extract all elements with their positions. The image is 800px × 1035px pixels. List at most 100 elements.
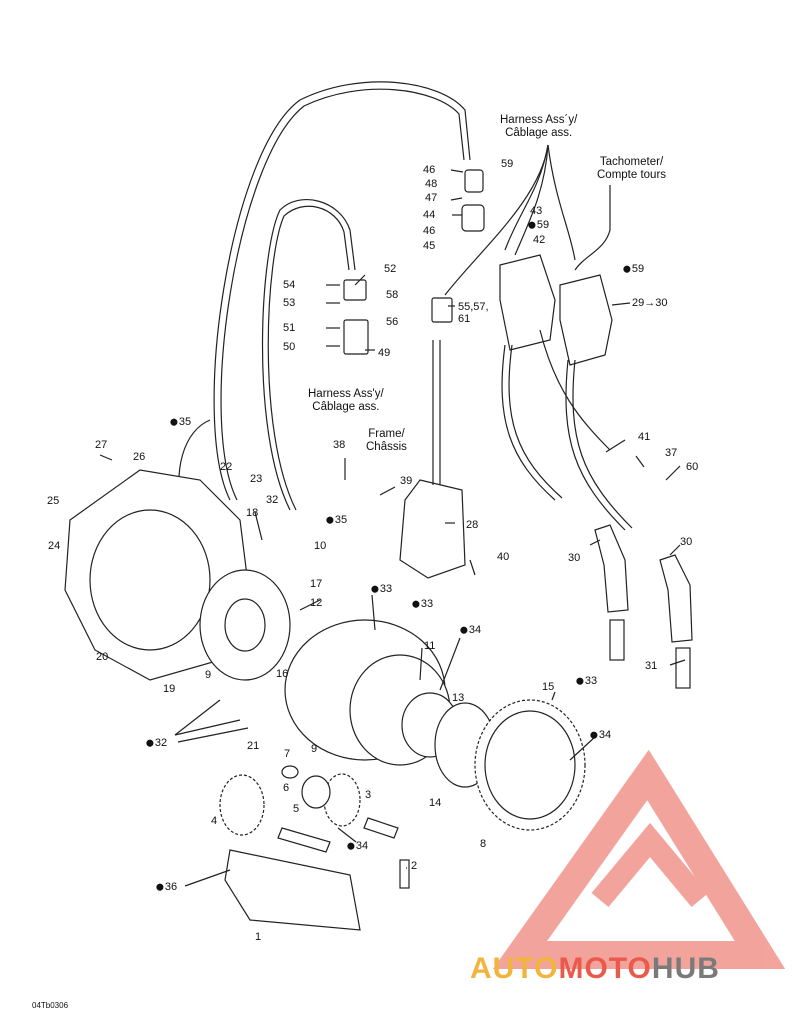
plug-cap-2: [659, 554, 693, 643]
wire-harness-2: [514, 144, 549, 256]
callout-20: 20: [96, 651, 109, 663]
ring-gear-inner: [484, 710, 576, 820]
callout-44: 44: [423, 209, 436, 221]
spark-plug-2: [675, 647, 691, 689]
connector-49: [343, 319, 369, 355]
callout-51: 51: [283, 322, 296, 334]
callout-19: 19: [163, 683, 176, 695]
ground-wire: [539, 329, 611, 451]
callout-58: 58: [386, 289, 399, 301]
wire-tachometer: [574, 185, 611, 271]
callout-21: 21: [247, 740, 260, 752]
plug-cap-1: [594, 524, 629, 613]
callout-33-drop: 33: [371, 583, 392, 597]
harness-cable-outer: [213, 81, 471, 501]
callout-3: 3: [365, 789, 372, 801]
callout-39: 39: [400, 475, 413, 487]
connector-55: [431, 297, 453, 323]
callout-52: 52: [384, 263, 397, 275]
callout-11: 11: [424, 640, 436, 652]
callout-56: 56: [386, 316, 399, 328]
callout-30b: 30: [680, 536, 693, 548]
spark-plug-1: [609, 619, 625, 661]
callout-2: 2: [411, 860, 418, 872]
callout-32-drop: 32: [146, 737, 167, 751]
callout-28: 28: [466, 519, 479, 531]
callout-30a: 30: [568, 552, 581, 564]
shaft-5b: [363, 817, 399, 839]
callout-12: 12: [310, 597, 323, 609]
ht-lead-1: [501, 344, 556, 501]
callout-60: 60: [686, 461, 699, 473]
shaft-5a: [277, 827, 331, 853]
callout-48: 48: [425, 178, 438, 190]
washer-6: [301, 775, 331, 809]
callout-55: 55,57, 61: [458, 301, 489, 325]
ht-lead-2b: [572, 359, 633, 529]
callout-29: 29→30: [632, 297, 668, 309]
connector-44: [461, 204, 485, 232]
leader-lines: [99, 169, 686, 887]
callout-59-drop-b: 59: [623, 263, 644, 277]
callout-1: 1: [255, 931, 262, 943]
callout-49: 49: [378, 347, 391, 359]
label-harness-top: Harness Ass´y/ Câblage ass.: [500, 114, 578, 139]
connector-47: [464, 169, 484, 193]
gear-3: [323, 773, 361, 827]
label-tachometer: Tachometer/ Compte tours: [597, 156, 667, 181]
callout-16: 16: [276, 668, 289, 680]
callout-54: 54: [283, 279, 296, 291]
callout-9a: 9: [205, 669, 212, 681]
callout-42: 42: [533, 234, 546, 246]
callout-34-drop-b: 34: [590, 729, 611, 743]
label-frame: Frame/ Châssis: [366, 428, 407, 453]
gear-4: [219, 774, 265, 836]
callout-33-drop-b: 33: [412, 598, 433, 612]
callout-53: 53: [283, 297, 296, 309]
cover-opening: [89, 509, 211, 651]
callout-4: 4: [211, 815, 218, 827]
ignition-coil-2: [559, 274, 613, 366]
harness-cable-outer-2: [220, 88, 465, 501]
callout-50: 50: [283, 341, 296, 353]
callout-10: 10: [314, 540, 327, 552]
callout-59: 59: [501, 158, 514, 170]
bushing-7: [281, 765, 299, 779]
callout-17: 17: [310, 578, 323, 590]
callout-46b: 46: [423, 225, 436, 237]
callout-45: 45: [423, 240, 436, 252]
callout-22: 22: [220, 461, 233, 473]
callout-9b: 9: [311, 743, 318, 755]
callout-31: 31: [645, 660, 658, 672]
callout-13: 13: [452, 692, 465, 704]
callout-35-drop: 35: [170, 416, 191, 430]
stator: [199, 569, 291, 681]
callout-24: 24: [48, 540, 61, 552]
callout-33-drop-c: 33: [576, 675, 597, 689]
wire-harness-4: [444, 144, 549, 296]
watermark-text: AUTOMOTOHUB: [470, 952, 720, 985]
callout-32: 32: [266, 494, 279, 506]
callout-23: 23: [250, 473, 263, 485]
callout-38: 38: [333, 439, 346, 451]
callout-18: 18: [246, 507, 259, 519]
callout-26: 26: [133, 451, 146, 463]
callout-15: 15: [542, 681, 555, 693]
callout-35-drop-b: 35: [326, 514, 347, 528]
callout-34-drop: 34: [460, 624, 481, 638]
callout-47: 47: [425, 192, 438, 204]
watermark-logo: [492, 749, 786, 969]
harness-cable-inner-2: [267, 205, 350, 511]
cdi-module: [399, 479, 466, 579]
stator-hub: [224, 598, 266, 652]
starter-motor: [224, 849, 361, 931]
callout-43: 43: [530, 205, 543, 217]
callout-36-drop: 36: [156, 881, 177, 895]
callout-37: 37: [665, 447, 678, 459]
callout-40: 40: [497, 551, 510, 563]
callout-25: 25: [47, 495, 60, 507]
callout-14: 14: [429, 797, 442, 809]
callout-27: 27: [95, 439, 108, 451]
bolt-2: [399, 859, 410, 889]
